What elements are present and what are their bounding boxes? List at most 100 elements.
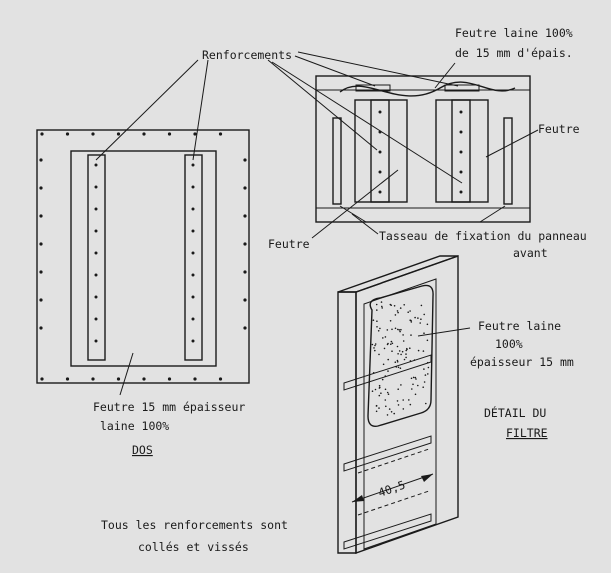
filter-top-face bbox=[337, 255, 459, 293]
screw-hole bbox=[94, 207, 98, 211]
screw-hole bbox=[459, 110, 463, 114]
cabinet-view bbox=[315, 75, 531, 223]
felt-speck bbox=[390, 304, 393, 307]
felt-speck bbox=[396, 359, 399, 362]
screw-hole bbox=[191, 207, 195, 211]
screw-hole bbox=[40, 377, 44, 381]
felt-speck bbox=[390, 411, 393, 413]
felt-speck bbox=[420, 304, 423, 307]
felt-speck bbox=[411, 388, 413, 390]
screw-hole bbox=[94, 339, 98, 343]
screw-hole bbox=[94, 273, 98, 277]
felt-speck bbox=[396, 361, 399, 363]
felt-speck bbox=[399, 330, 401, 333]
screw-hole bbox=[191, 273, 195, 277]
felt-speck bbox=[417, 349, 420, 352]
felt-speck bbox=[414, 376, 417, 379]
screw-hole bbox=[94, 317, 98, 321]
screw-hole bbox=[94, 295, 98, 299]
cabinet-top-cleat-right bbox=[444, 84, 480, 92]
felt-speck bbox=[410, 377, 413, 380]
felt-speck bbox=[373, 347, 375, 349]
felt-speck bbox=[378, 394, 381, 397]
leader-renforcement-cab-3 bbox=[294, 55, 376, 87]
screw-hole bbox=[378, 170, 382, 174]
felt-speck bbox=[381, 307, 384, 309]
felt-speck bbox=[394, 314, 397, 316]
leader-filtre-feutre bbox=[417, 327, 471, 337]
screw-hole bbox=[243, 298, 247, 302]
felt-speck bbox=[419, 322, 422, 324]
screw-hole bbox=[40, 132, 44, 136]
filter-detail-view: 40,5 bbox=[337, 255, 459, 554]
label-dos-feutre-1: Feutre 15 mm épaisseur bbox=[93, 400, 245, 414]
felt-speck bbox=[402, 399, 405, 401]
cabinet-side-post-left bbox=[332, 117, 342, 205]
felt-speck bbox=[377, 330, 380, 332]
felt-speck bbox=[423, 381, 426, 383]
screw-hole bbox=[243, 326, 247, 330]
felt-speck bbox=[409, 319, 412, 322]
felt-speck bbox=[387, 393, 390, 396]
screw-hole bbox=[142, 132, 146, 136]
screw-hole bbox=[191, 185, 195, 189]
felt-speck bbox=[376, 320, 378, 323]
leader-renforcement-dos-right bbox=[192, 59, 209, 161]
felt-speck bbox=[384, 399, 387, 401]
label-feutre-laine-top-2: de 15 mm d'épais. bbox=[455, 46, 573, 60]
screw-hole bbox=[167, 132, 172, 136]
screw-hole bbox=[459, 190, 463, 194]
screw-hole bbox=[94, 185, 98, 189]
screw-hole bbox=[94, 229, 98, 233]
dos-screw-holes bbox=[39, 132, 247, 381]
leader-feutre-laine-top bbox=[434, 62, 456, 89]
screw-hole bbox=[378, 150, 382, 154]
screw-hole bbox=[243, 214, 247, 218]
felt-speck bbox=[386, 391, 389, 394]
dimension-label: 40,5 bbox=[376, 478, 407, 500]
dimension-arrow-right bbox=[421, 474, 433, 482]
felt-speck bbox=[378, 353, 380, 356]
felt-speck bbox=[399, 307, 402, 309]
label-renforcements: Renforcements bbox=[202, 48, 292, 62]
felt-speck bbox=[381, 305, 383, 308]
felt-speck bbox=[424, 374, 427, 376]
felt-speck bbox=[398, 329, 401, 331]
filter-shelf-2 bbox=[343, 435, 432, 472]
screw-hole bbox=[243, 158, 247, 162]
screw-hole bbox=[459, 130, 463, 134]
felt-speck bbox=[375, 303, 378, 306]
label-feutre-left: Feutre bbox=[268, 237, 310, 251]
label-tasseau-2: avant bbox=[513, 246, 548, 260]
felt-speck bbox=[381, 378, 384, 381]
felt-speck bbox=[426, 339, 429, 342]
felt-speck bbox=[397, 311, 399, 314]
felt-speck bbox=[376, 309, 378, 311]
cabinet-side-post-right bbox=[503, 117, 513, 205]
filter-side-face bbox=[337, 291, 357, 554]
felt-speck bbox=[378, 384, 381, 387]
felt-speck bbox=[397, 404, 400, 406]
felt-speck bbox=[414, 316, 416, 319]
felt-speck bbox=[405, 349, 408, 352]
felt-speck bbox=[422, 350, 425, 352]
screw-hole bbox=[116, 377, 121, 381]
screw-hole bbox=[191, 317, 195, 321]
screw-hole bbox=[193, 377, 197, 381]
filter-hidden-line-1 bbox=[357, 448, 430, 474]
felt-speck bbox=[393, 412, 396, 415]
felt-speck bbox=[405, 353, 407, 355]
felt-speck bbox=[379, 386, 381, 389]
felt-speck bbox=[423, 332, 425, 335]
screw-hole bbox=[65, 132, 70, 136]
felt-speck bbox=[400, 353, 402, 356]
felt-speck bbox=[417, 384, 419, 387]
felt-speck bbox=[427, 373, 429, 375]
felt-speck bbox=[400, 384, 402, 386]
felt-speck bbox=[374, 388, 377, 391]
cabinet-reinforcement-right bbox=[451, 99, 471, 203]
dimension-arrow-left bbox=[352, 495, 364, 502]
dos-reinforcement-left bbox=[87, 154, 106, 361]
felt-speck bbox=[417, 317, 419, 319]
screw-hole bbox=[39, 298, 43, 302]
